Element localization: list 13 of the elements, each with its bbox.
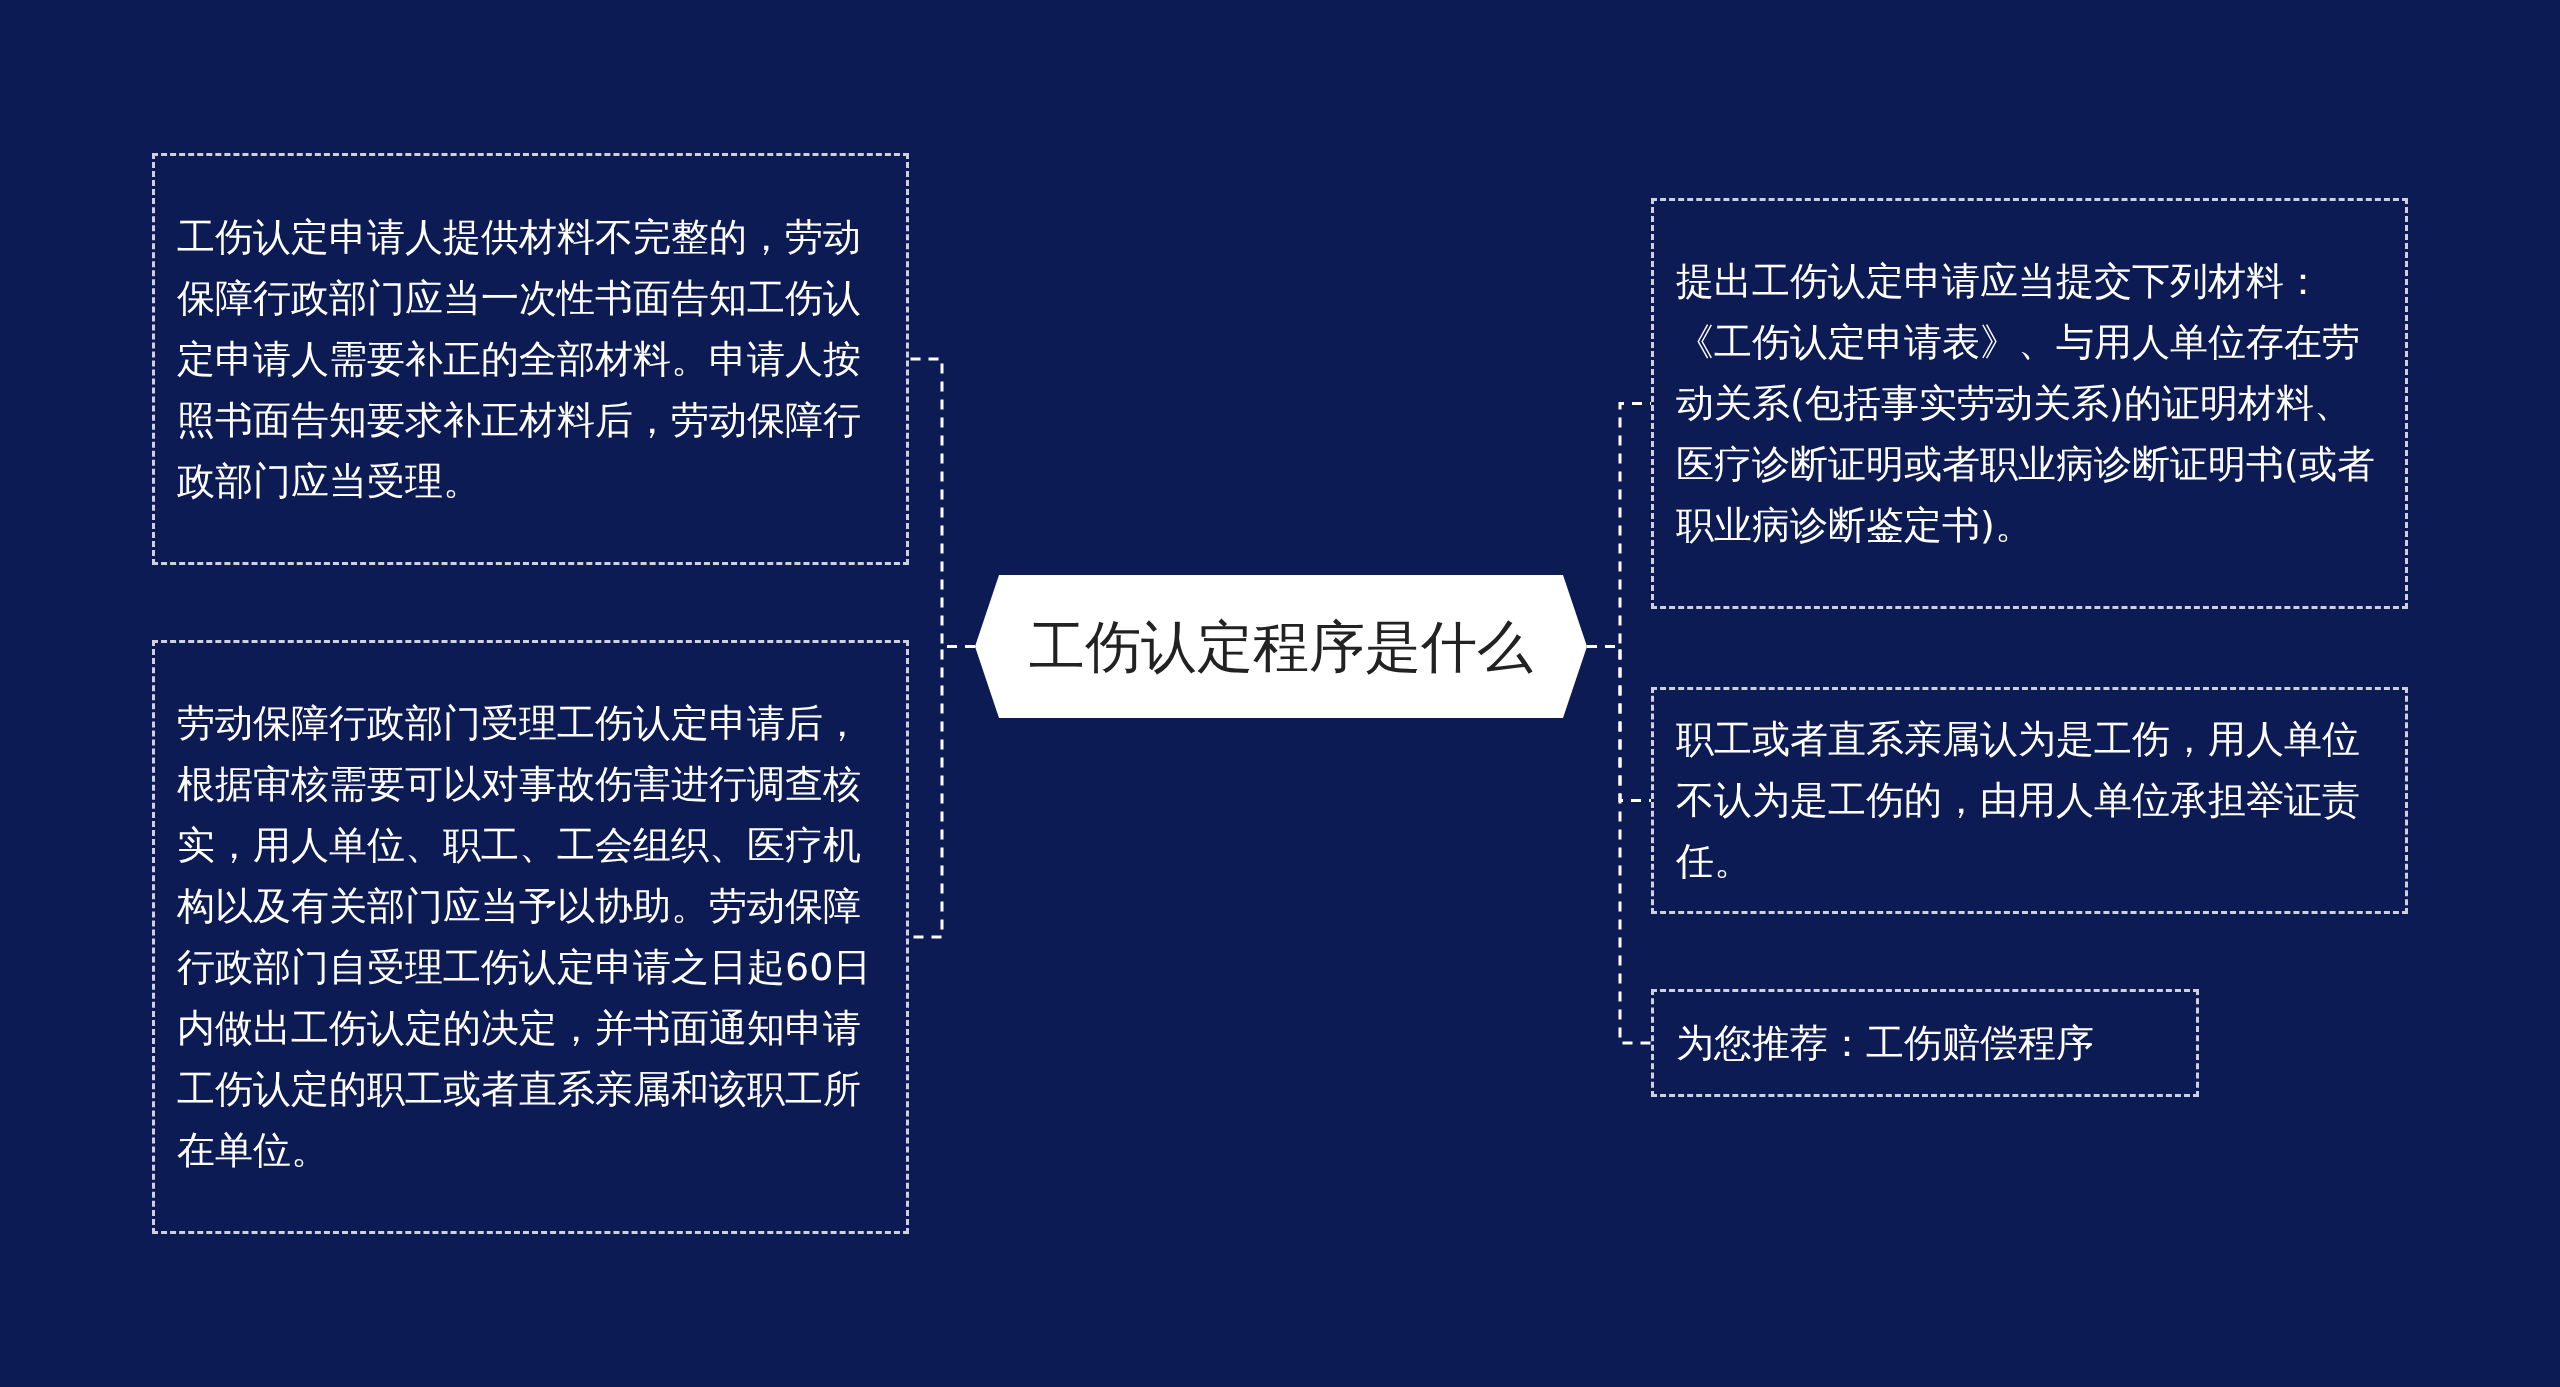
text-box (152, 153, 909, 565)
text-box (1651, 989, 2199, 1097)
text-box (1651, 687, 2408, 914)
box-text: 为您推荐：工伤赔偿程序 (1676, 1019, 2095, 1067)
box-text: 工伤认定申请人提供材料不完整的，劳动保障行政部门应当一次性书面告知工伤认定申请人需要补正的全部材料。申请人按照书面告知要求补正材料后，劳动保障行政部门应当受理。 (177, 213, 862, 505)
text-box (152, 640, 909, 1234)
box-text: 劳动保障行政部门受理工伤认定申请后，根据审核需要可以对事故伤害进行调查核实，用人单位、职工、工会组织、医疗机构以及有关部门应当予以协助。劳动保障行政部门自受理工伤认定申请之日起60日内做出工伤认定的决定，并书面通知申请工伤认定的职工或者直系亲属和该职工所在单位。 (177, 700, 873, 1174)
box-text: 提出工伤认定申请应当提交下列材料：《工伤认定申请表》、与用人单位存在劳动关系(包括事实劳动关系)的证明材料、医疗诊断证明或者职业病诊断证明书(或者职业病诊断鉴定书)。 (1676, 258, 2376, 549)
box-text: 职工或者直系亲属认为是工伤，用人单位不认为是工伤的，由用人单位承担举证责任。 (1676, 716, 2361, 885)
text-box (1651, 198, 2408, 609)
central-topic (975, 575, 1587, 718)
connector-line (1587, 645, 1651, 1045)
topic-text: 工伤认定程序是什么 (1029, 612, 1533, 681)
